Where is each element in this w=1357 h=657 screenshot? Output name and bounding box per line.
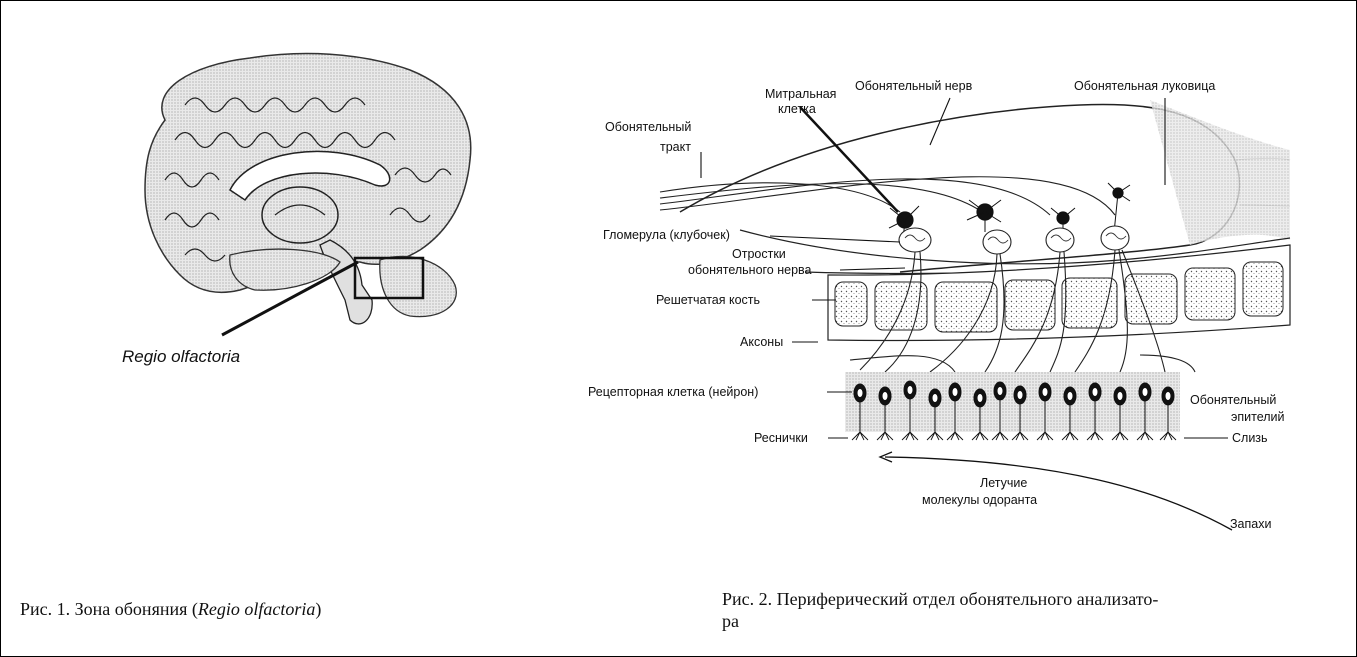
regio-olfactoria-label: Regio olfactoria [122, 347, 240, 366]
olfactory-diagram [660, 98, 1290, 530]
label-olfactory-bulb: Обонятельная луковица [1074, 79, 1215, 93]
label-nerve-processes-2: обонятельного нерва [688, 263, 812, 277]
label-mucus: Слизь [1232, 431, 1268, 445]
cilia [852, 432, 1176, 440]
figure2-caption-line2: ра [722, 610, 1322, 632]
figure1-caption: Рис. 1. Зона обоняния (Regio olfactoria) [20, 598, 321, 620]
label-axons: Аксоны [740, 335, 783, 349]
label-volatile-1: Летучие [980, 476, 1027, 490]
figure2-caption-line1: Рис. 2. Периферический отдел обонятельно… [722, 588, 1322, 610]
label-ethmoid-bone: Решетчатая кость [656, 293, 760, 307]
label-olfactory-tract-2: тракт [660, 140, 691, 154]
label-mitral-cell-2: клетка [778, 102, 816, 116]
label-olfactory-epithelium-2: эпителий [1231, 410, 1285, 424]
label-olfactory-nerve: Обонятельный нерв [855, 79, 973, 93]
label-glomerulus: Гломерула (клубочек) [603, 228, 730, 242]
brain-illustration [145, 54, 471, 335]
figure1-caption-suffix: ) [315, 599, 321, 619]
label-olfactory-tract-1: Обонятельный [605, 120, 691, 134]
figure2-caption: Рис. 2. Периферический отдел обонятельно… [722, 588, 1322, 632]
label-volatile-2: молекулы одоранта [922, 493, 1037, 507]
label-odors: Запахи [1230, 517, 1271, 531]
label-receptor-cell: Рецепторная клетка (нейрон) [588, 385, 758, 399]
figure1-caption-italic: Regio olfactoria [198, 599, 315, 619]
label-mitral-cell-1: Митральная [765, 87, 836, 101]
label-cilia: Реснички [754, 431, 808, 445]
figure1-caption-prefix: Рис. 1. Зона обоняния ( [20, 599, 198, 619]
label-nerve-processes-1: Отростки [732, 247, 786, 261]
olfactory-epithelium [845, 372, 1180, 432]
label-olfactory-epithelium-1: Обонятельный [1190, 393, 1276, 407]
